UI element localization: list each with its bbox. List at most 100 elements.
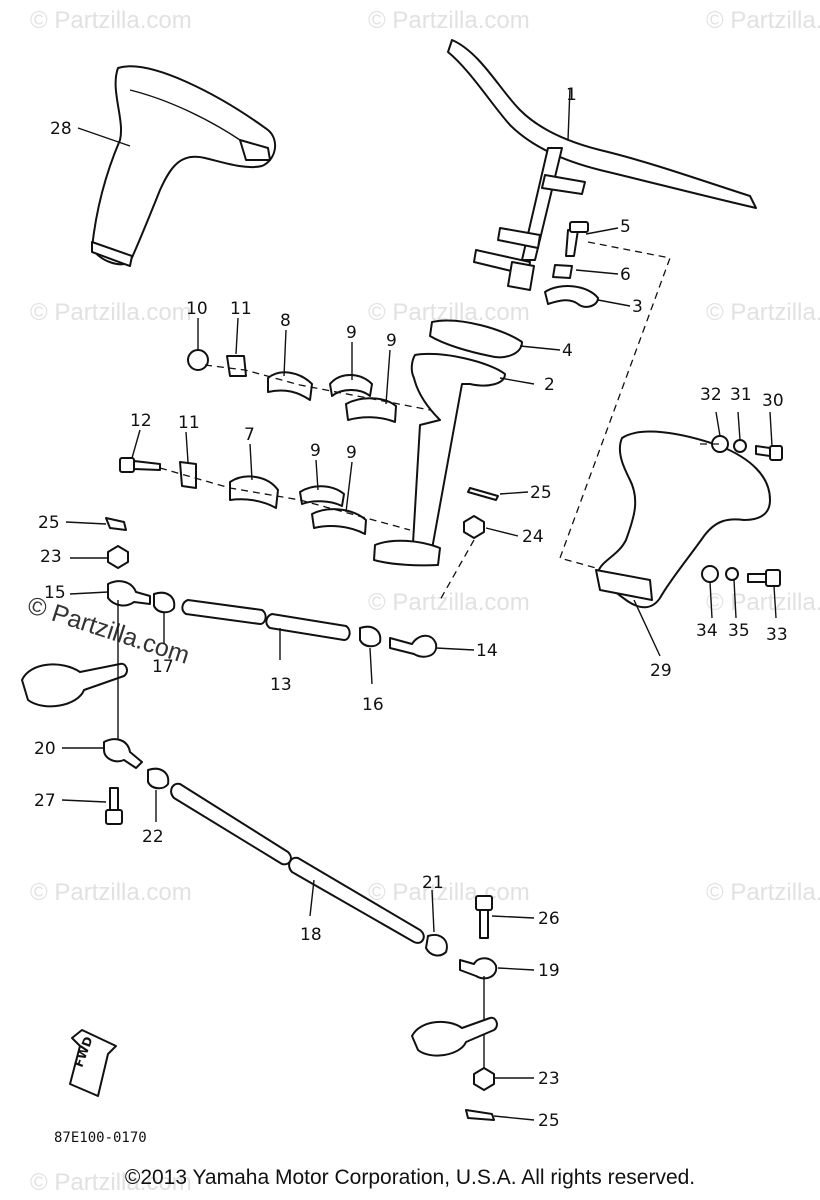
callout-31: 31 xyxy=(730,385,752,405)
callout-26: 26 xyxy=(538,909,560,929)
watermark: © Partzilla.com xyxy=(706,879,820,906)
callout-17: 17 xyxy=(152,657,174,677)
callout-16: 16 xyxy=(362,695,384,715)
part-14-tie-rod-end xyxy=(389,634,438,658)
callout-14: 14 xyxy=(476,641,498,661)
part-17-nut xyxy=(153,591,176,614)
callout-25: 25 xyxy=(38,513,60,533)
part-28-handlebar-cover xyxy=(91,65,277,267)
document-code: 87E100-0170 xyxy=(54,1130,147,1146)
callout-1: 1 xyxy=(566,85,577,105)
part-11-washer-lower xyxy=(179,461,197,489)
callout-7: 7 xyxy=(244,425,255,445)
part-9-bushing-upper-b xyxy=(345,397,397,423)
callout-5: 5 xyxy=(620,217,631,237)
watermark: © Partzilla.com xyxy=(706,7,820,34)
part-9-bushing-lower-b xyxy=(311,508,367,535)
callout-29: 29 xyxy=(650,661,672,681)
part-19-tie-rod-end xyxy=(459,957,498,980)
part-16-nut xyxy=(359,625,382,648)
dash-line-lower xyxy=(159,467,411,531)
callout-24: 24 xyxy=(522,527,544,547)
part-29-bracket-foot xyxy=(595,569,653,601)
part-24-nut xyxy=(463,515,485,539)
callout-3: 3 xyxy=(632,297,643,317)
part-20-tie-rod-end xyxy=(103,738,143,769)
watermark: © Partzilla.com xyxy=(706,589,820,616)
callout-25: 25 xyxy=(538,1111,560,1131)
callout-18: 18 xyxy=(300,925,322,945)
watermark: © Partzilla.com xyxy=(368,589,530,616)
part-1-handlebar xyxy=(447,39,757,291)
watermark: © Partzilla.com xyxy=(30,879,192,906)
part-11-washer xyxy=(226,355,247,377)
callout-33: 33 xyxy=(766,625,788,645)
part-13-tie-rod-b xyxy=(265,613,351,641)
part-35-washer xyxy=(725,567,739,581)
callout-28: 28 xyxy=(50,119,72,139)
part-18-tie-rod-a xyxy=(170,782,292,866)
part-18-tie-rod-b xyxy=(288,856,425,944)
callout-30: 30 xyxy=(762,391,784,411)
part-26-bolt xyxy=(475,895,493,939)
callout-23: 23 xyxy=(40,547,62,567)
callout-21: 21 xyxy=(422,873,444,893)
callout-8: 8 xyxy=(280,311,291,331)
part-23-nut-left xyxy=(107,545,129,569)
callout-15: 15 xyxy=(44,583,66,603)
callout-2: 2 xyxy=(544,375,555,395)
callout-10: 10 xyxy=(186,299,208,319)
callout-32: 32 xyxy=(700,385,722,405)
callout-4: 4 xyxy=(562,341,573,361)
callout-13: 13 xyxy=(270,675,292,695)
callout-12: 12 xyxy=(130,411,152,431)
callout-9: 9 xyxy=(386,331,397,351)
watermark: © Partzilla.com xyxy=(368,879,530,906)
part-33-bolt xyxy=(747,569,781,587)
callout-27: 27 xyxy=(34,791,56,811)
part-2-steering-column xyxy=(410,352,506,561)
callout-11: 11 xyxy=(178,413,200,433)
part-29-frame-bracket xyxy=(597,430,771,609)
callout-20: 20 xyxy=(34,739,56,759)
part-9-bushing-upper-a xyxy=(329,374,373,397)
copyright-footer: ©2013 Yamaha Motor Corporation, U.S.A. A… xyxy=(124,1166,696,1189)
callout-23: 23 xyxy=(538,1069,560,1089)
part-10-nut xyxy=(187,349,209,371)
callout-9: 9 xyxy=(310,441,321,461)
part-23-nut-bottom xyxy=(473,1067,495,1091)
part-34-washer xyxy=(701,565,719,583)
part-25-cotter-pin-bottom xyxy=(465,1109,495,1121)
part-31-washer xyxy=(733,439,747,453)
callouts: 1 2 3 4 5 6 7 8 9 9 9 9 10 11 11 12 13 1… xyxy=(34,85,788,1131)
part-2-column-base xyxy=(373,539,441,567)
part-15-tie-rod-end xyxy=(107,580,151,607)
callout-11: 11 xyxy=(230,299,252,319)
callout-34: 34 xyxy=(696,621,718,641)
watermark: © Partzilla.com xyxy=(706,299,820,326)
part-9-bushing-lower-a xyxy=(299,485,345,507)
part-21-nut xyxy=(425,934,448,957)
callout-25: 25 xyxy=(530,483,552,503)
part-12-bolt xyxy=(119,457,161,473)
callout-22: 22 xyxy=(142,827,164,847)
dash-bracket-link xyxy=(559,241,671,569)
callout-9: 9 xyxy=(346,323,357,343)
part-25-cotter-pin-left xyxy=(105,517,127,531)
part-6-nut xyxy=(552,264,573,279)
callout-9: 9 xyxy=(346,443,357,463)
leader-lines xyxy=(61,87,777,1121)
steering-arm-right xyxy=(411,1016,498,1057)
watermark: © Partzilla.com xyxy=(30,7,192,34)
part-13-tie-rod-a xyxy=(181,599,267,625)
part-22-nut xyxy=(147,767,170,790)
part-30-bolt xyxy=(755,445,783,461)
part-5-bolt xyxy=(565,221,589,257)
steering-arm-left xyxy=(21,662,128,708)
callout-19: 19 xyxy=(538,961,560,981)
part-25-cotter-pin-upper xyxy=(467,487,499,501)
fwd-arrow: FWD xyxy=(69,1029,117,1097)
watermark: © Partzilla.com xyxy=(368,7,530,34)
watermark: © Partzilla.com xyxy=(30,1169,192,1196)
